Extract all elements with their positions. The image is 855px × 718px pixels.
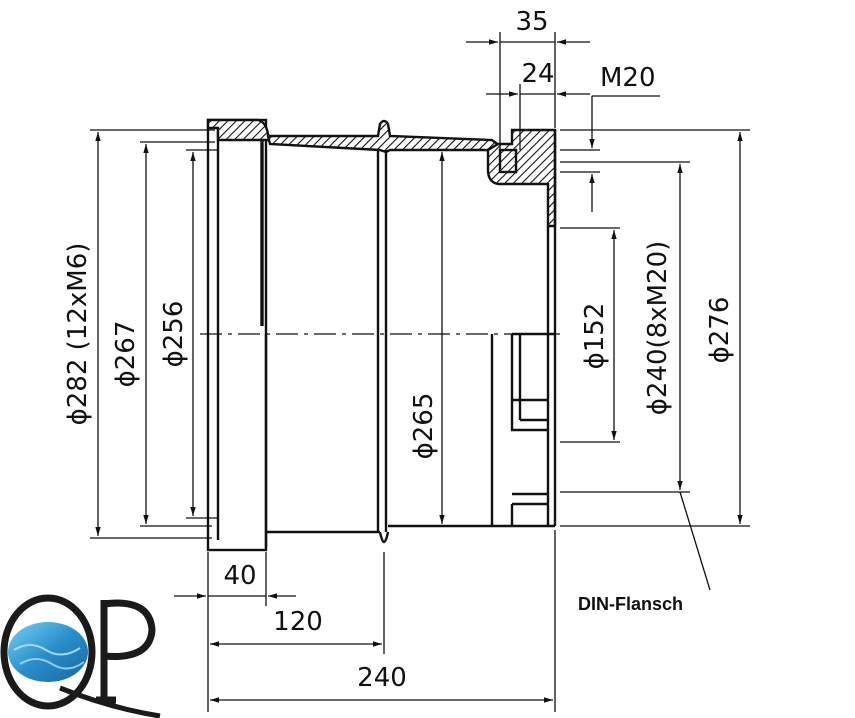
din-flansch-label: DIN-Flansch [578, 594, 683, 614]
qp-logo [0, 594, 161, 718]
dim-d282: ϕ282 (12xM6) [63, 243, 93, 426]
bottom-dimensions: 40 120 240 [174, 530, 556, 712]
dim-w120: 120 [273, 607, 323, 637]
dim-w240: 240 [357, 663, 407, 693]
left-dimensions: ϕ282 (12xM6) ϕ267 ϕ256 [63, 129, 218, 539]
dim-d276: ϕ276 [705, 297, 735, 364]
top-dimensions: 35 24 M20 [466, 7, 660, 212]
din-flange-top [486, 128, 557, 228]
dim-thread: M20 [600, 63, 656, 93]
dim-w35: 35 [515, 7, 548, 37]
body-dimension: ϕ265 [409, 152, 445, 524]
dim-d267: ϕ267 [111, 321, 141, 388]
left-flange [206, 118, 268, 552]
dim-w40: 40 [223, 561, 256, 591]
dim-d152: ϕ152 [580, 303, 610, 370]
right-dimensions: ϕ152 ϕ240(8xM20) ϕ276 [560, 129, 750, 527]
dim-d265: ϕ265 [409, 393, 439, 460]
din-annotation: DIN-Flansch [578, 491, 711, 614]
part-outline [200, 118, 560, 552]
dim-d240: ϕ240(8xM20) [643, 241, 673, 416]
dim-d256: ϕ256 [159, 301, 189, 368]
body-wall-top [266, 119, 502, 154]
dim-w24: 24 [521, 59, 554, 89]
